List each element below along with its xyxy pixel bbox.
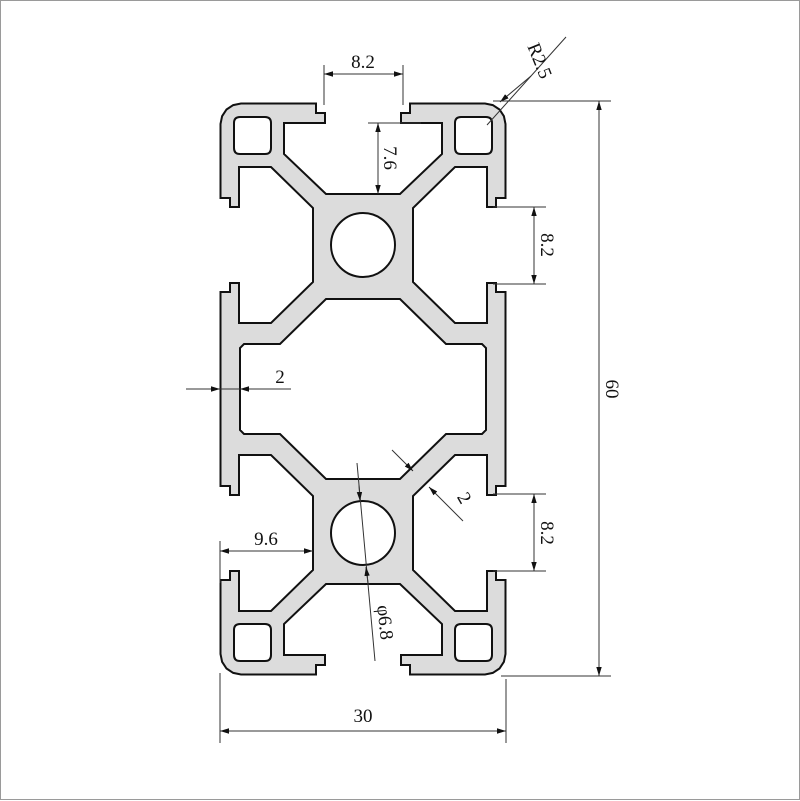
aluminum-profile-section [219,102,507,676]
dim-wall-thickness: 2 [186,367,291,392]
dim-label: 9.6 [254,529,278,550]
dim-side-slot-lower: 8.2 [493,493,557,572]
dim-label: 30 [354,706,373,727]
dim-side-slot-upper: 8.2 [493,206,557,285]
dim-slot-depth: 7.6 [368,122,421,194]
dim-label: φ6.8 [372,604,397,641]
dim-label: 8.2 [536,233,557,257]
dim-label: 2 [275,367,285,388]
dim-label: 8.2 [351,52,375,73]
dim-label: 8.2 [536,521,557,545]
dim-top-slot-width: 8.2 [323,52,404,105]
dim-bore-diameter: φ6.8 [356,462,397,662]
dim-label: 7.6 [379,146,400,170]
dim-label: 2 [452,489,475,508]
dim-overall-height: 60 [493,100,622,677]
dim-label: R2.5 [523,40,556,82]
dim-label: 60 [601,380,622,399]
dim-overall-width: 30 [219,673,507,743]
dim-slot-offset: 9.6 [219,529,313,583]
dim-corner-radius: R2.5 [486,36,567,126]
